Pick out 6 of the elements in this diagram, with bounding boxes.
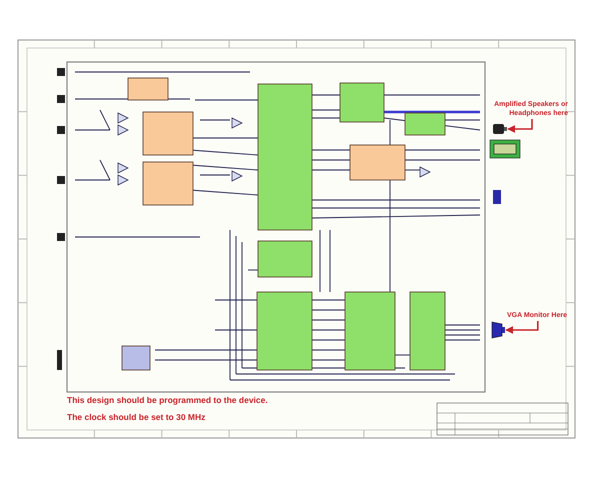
vga-connector-icon bbox=[490, 320, 506, 340]
arrow bbox=[507, 119, 533, 133]
note-text: This design should be programmed to the device. bbox=[67, 395, 268, 405]
audio-jack-icon bbox=[492, 121, 508, 137]
note-text: The clock should be set to 30 MHz bbox=[67, 412, 206, 422]
arrow bbox=[505, 321, 539, 334]
